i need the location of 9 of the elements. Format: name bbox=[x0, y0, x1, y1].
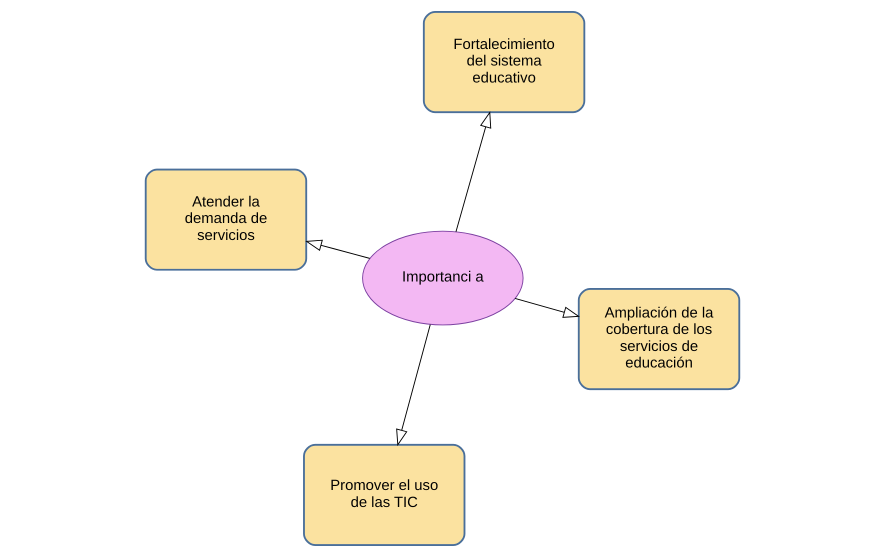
arrow bbox=[304, 240, 370, 259]
node-box: Ampliación de la cobertura de los servicios de educación bbox=[577, 288, 740, 390]
arrow bbox=[514, 298, 580, 318]
arrow bbox=[396, 324, 430, 446]
node-box: Fortalecimiento del sistema educativo bbox=[422, 11, 585, 114]
node-ellipse: Importanci a bbox=[362, 230, 524, 326]
node-box: Atender la demanda de servicios bbox=[144, 168, 307, 271]
node-box: Promover el uso de las TIC bbox=[302, 444, 465, 546]
arrow bbox=[455, 111, 491, 232]
